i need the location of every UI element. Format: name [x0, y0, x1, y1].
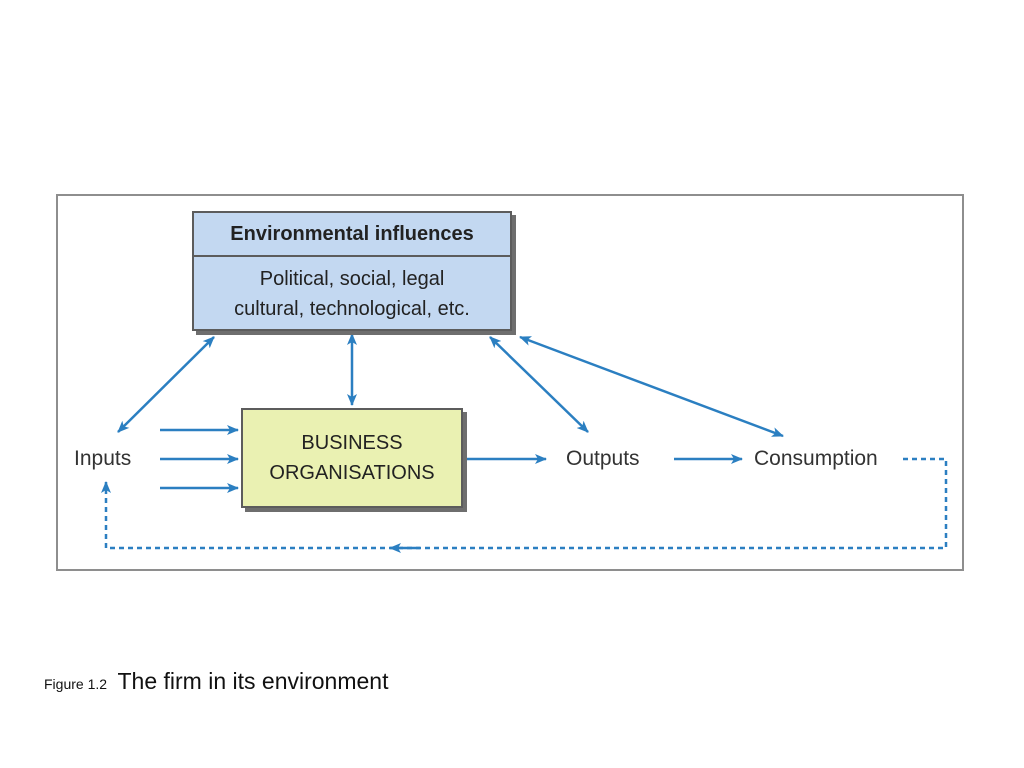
business-organisations-line-1: BUSINESS — [301, 432, 403, 454]
business-organisations-box: BUSINESS ORGANISATIONS — [241, 408, 463, 508]
figure-caption: Figure 1.2 The firm in its environment — [44, 668, 388, 695]
environmental-influences-box: Environmental influences Political, soci… — [192, 211, 512, 331]
environmental-influences-body: Political, social, legal cultural, techn… — [194, 257, 510, 331]
arrow-environment-outputs — [489, 336, 589, 433]
outputs-label: Outputs — [566, 447, 640, 470]
consumption-label: Consumption — [754, 447, 878, 470]
business-organisations-line-2: ORGANISATIONS — [269, 462, 435, 484]
feedback-loop-dashed — [101, 457, 948, 550]
figure-title: The firm in its environment — [117, 668, 389, 694]
arrow-environment-consumption — [519, 335, 784, 438]
arrow-inputs-environment — [117, 336, 215, 433]
inputs-label: Inputs — [74, 447, 132, 470]
environmental-influences-line-2: cultural, technological, etc. — [234, 298, 470, 320]
diagram-frame — [56, 194, 964, 571]
environmental-influences-title: Environmental influences — [194, 213, 510, 257]
environmental-influences-line-1: Political, social, legal — [259, 268, 445, 290]
figure-number: Figure 1.2 — [44, 676, 108, 692]
